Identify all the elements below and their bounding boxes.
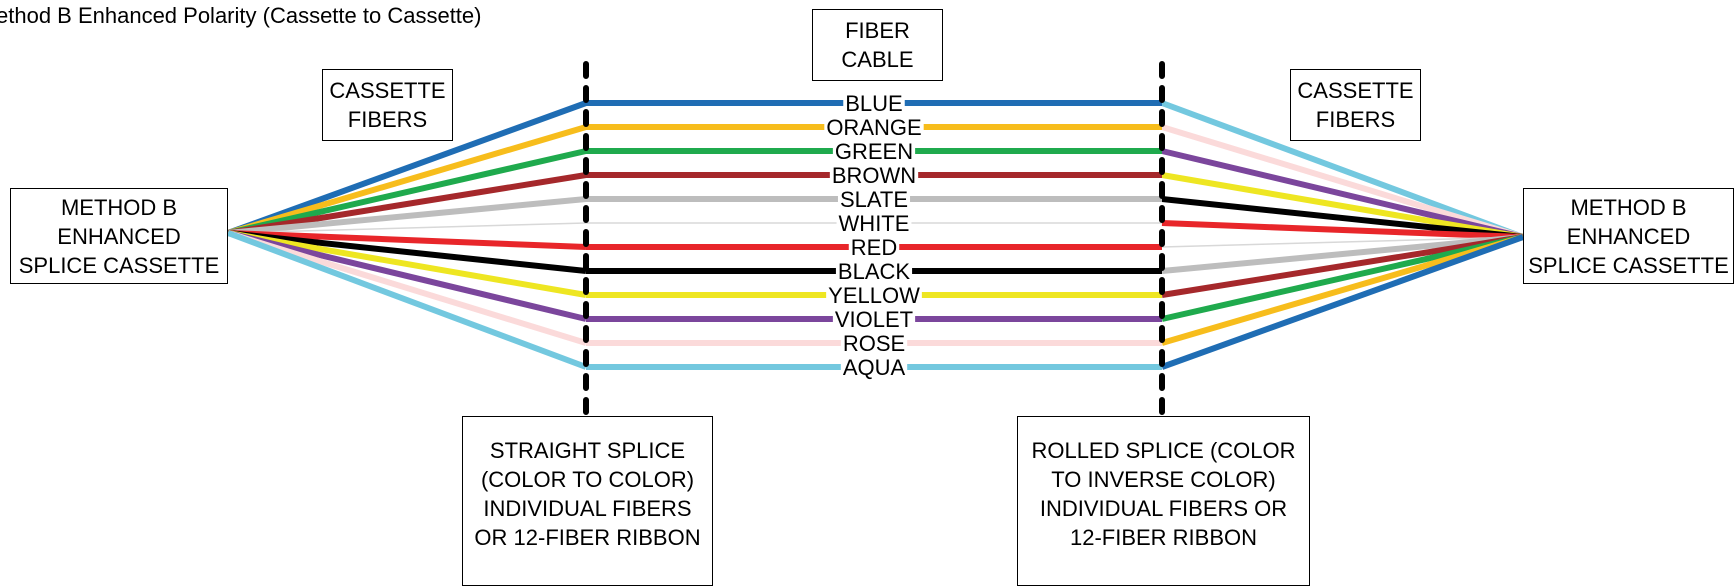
fiber-label-bg-red bbox=[848, 238, 900, 256]
rolled-splice-box: ROLLED SPLICE (COLOR TO INVERSE COLOR) I… bbox=[1017, 416, 1310, 586]
splice-cassette-right-line-3: SPLICE CASSETTE bbox=[1528, 252, 1729, 278]
left-fan-fiber-blue bbox=[226, 100, 588, 236]
right-fan-fiber-violet bbox=[1161, 148, 1524, 240]
splice-points bbox=[583, 61, 1165, 419]
left-fan-fiber-yellow bbox=[227, 230, 587, 298]
left-fan-fiber-green bbox=[227, 148, 587, 236]
right-fan-fiber-green bbox=[1161, 234, 1524, 322]
splice-cassette-left-line-2: ENHANCED bbox=[57, 223, 181, 249]
right-fan-fiber-slate bbox=[1161, 234, 1524, 274]
cassette-fibers-left-box: CASSETTE FIBERS bbox=[322, 69, 453, 141]
straight-splice-line-2: (COLOR TO COLOR) bbox=[480, 467, 695, 492]
rolled-splice-line-2: TO INVERSE COLOR) bbox=[1051, 467, 1276, 492]
splice-cassette-left-line-3: SPLICE CASSETTE bbox=[18, 252, 220, 278]
left-fan-fiber-orange bbox=[227, 124, 587, 236]
fiber-label-yellow: YELLOW bbox=[828, 283, 920, 308]
splice-cassette-right-line-2: ENHANCED bbox=[1566, 223, 1691, 249]
fiber-label-bg-orange bbox=[824, 118, 924, 136]
cassette-fibers-right-box: CASSETTE FIBERS bbox=[1290, 69, 1421, 141]
cassette-fibers-right-line-1: CASSETTE bbox=[1297, 78, 1414, 103]
fiber-label-bg-green bbox=[832, 142, 916, 160]
left-fan-fiber-white bbox=[227, 222, 587, 234]
fiber-label-blue: BLUE bbox=[845, 91, 902, 116]
straight-splice-box: STRAIGHT SPLICE (COLOR TO COLOR) INDIVID… bbox=[462, 416, 713, 586]
fiber-cable-line-2: CABLE bbox=[841, 47, 914, 72]
splice-cassette-right-line-1: METHOD B bbox=[1570, 194, 1687, 220]
fiber-label-bg-rose bbox=[840, 334, 908, 352]
left-fan-fiber-slate bbox=[227, 196, 587, 236]
right-fan-fiber-red bbox=[1161, 220, 1524, 240]
left-fan-fiber-violet bbox=[227, 230, 587, 322]
right-fan-fiber-black bbox=[1161, 196, 1524, 240]
fiber-label-bg-brown bbox=[829, 166, 919, 184]
right-fan-fiber-white bbox=[1161, 236, 1524, 248]
fiber-label-violet: VIOLET bbox=[835, 307, 913, 332]
left-fan-fiber-aqua bbox=[226, 230, 588, 370]
fiber-label-bg-slate bbox=[837, 190, 911, 208]
rolled-splice-line-1: ROLLED SPLICE (COLOR bbox=[1031, 438, 1296, 463]
right-fan-fiber-brown bbox=[1161, 234, 1524, 298]
diagram-title: ethod B Enhanced Polarity (Cassette to C… bbox=[0, 3, 482, 28]
fiber-label-bg-yellow bbox=[826, 286, 922, 304]
left-fan-fibers bbox=[226, 100, 588, 370]
left-fan-fiber-brown bbox=[227, 172, 587, 236]
straight-splice-line-1: STRAIGHT SPLICE bbox=[489, 438, 686, 463]
splice-cassette-left-line-1: METHOD B bbox=[60, 194, 178, 220]
fiber-cable-box: FIBER CABLE bbox=[812, 9, 943, 81]
fiber-label-white: WHITE bbox=[839, 211, 910, 236]
fiber-label-bg-white bbox=[836, 214, 912, 232]
fiber-label-black: BLACK bbox=[838, 259, 910, 284]
fiber-label-bg-aqua bbox=[840, 358, 908, 376]
left-fan-fiber-red bbox=[227, 230, 587, 250]
right-fan-fiber-aqua bbox=[1160, 100, 1525, 240]
rolled-splice-line-4: 12-FIBER RIBBON bbox=[1069, 525, 1258, 550]
right-fan-fiber-rose bbox=[1161, 124, 1524, 240]
fiber-label-red: RED bbox=[851, 235, 897, 260]
fiber-label-bg-black bbox=[835, 262, 913, 280]
right-fan-fiber-blue bbox=[1160, 234, 1525, 370]
straight-splice-line-4: OR 12-FIBER RIBBON bbox=[474, 525, 701, 550]
cassette-fibers-right-line-2: FIBERS bbox=[1315, 107, 1396, 132]
fiber-cable-line-1: FIBER bbox=[845, 18, 910, 43]
fiber-label-bg-blue bbox=[843, 94, 905, 112]
fiber-label-bg-violet bbox=[832, 310, 916, 328]
right-fan-fiber-orange bbox=[1161, 234, 1524, 346]
fiber-label-aqua: AQUA bbox=[843, 355, 906, 380]
straight-splice-line-3: INDIVIDUAL FIBERS bbox=[483, 496, 692, 521]
fiber-label-orange: ORANGE bbox=[826, 115, 921, 140]
fiber-label-green: GREEN bbox=[835, 139, 913, 164]
cassette-fibers-left-line-2: FIBERS bbox=[347, 107, 428, 132]
cassette-fibers-left-line-1: CASSETTE bbox=[329, 78, 446, 103]
right-fan-fiber-yellow bbox=[1161, 172, 1524, 240]
rolled-splice-line-3: INDIVIDUAL FIBERS OR bbox=[1039, 496, 1288, 521]
left-fan-fiber-black bbox=[227, 230, 587, 274]
right-fan-fibers bbox=[1160, 100, 1525, 370]
fiber-label-slate: SLATE bbox=[840, 187, 908, 212]
splice-cassette-left-box: METHOD B ENHANCED SPLICE CASSETTE bbox=[10, 188, 228, 284]
left-fan-fiber-rose bbox=[227, 230, 587, 346]
fiber-label-brown: BROWN bbox=[832, 163, 916, 188]
fiber-label-rose: ROSE bbox=[843, 331, 905, 356]
splice-cassette-right-box: METHOD B ENHANCED SPLICE CASSETTE bbox=[1523, 188, 1734, 284]
fiber-labels: BLUEORANGEGREENBROWNSLATEWHITEREDBLACKYE… bbox=[824, 91, 924, 380]
